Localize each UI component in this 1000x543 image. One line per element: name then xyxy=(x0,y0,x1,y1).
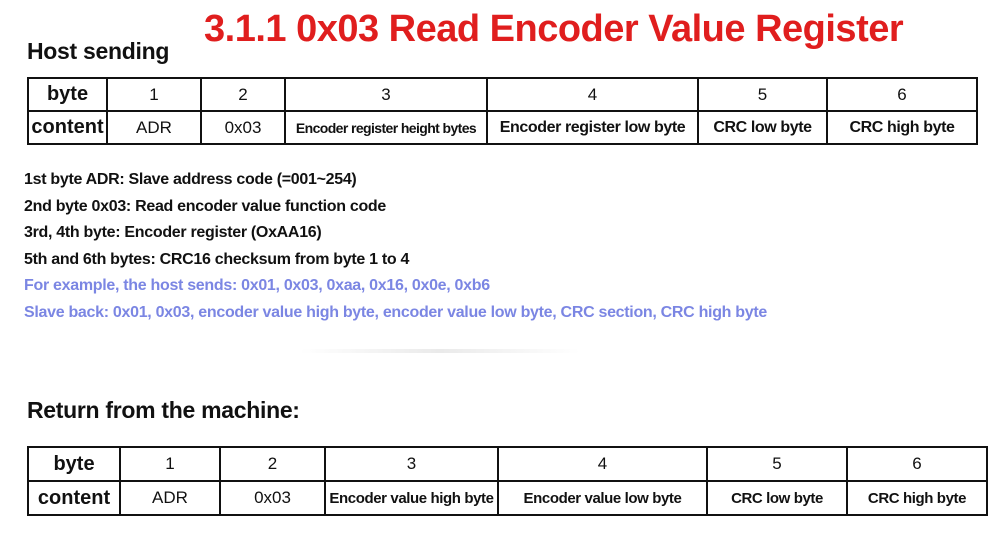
byte-number: 4 xyxy=(497,446,708,482)
page-title: 3.1.1 0x03 Read Encoder Value Register xyxy=(204,8,904,50)
byte-number: 1 xyxy=(106,77,202,112)
table-row: content ADR 0x03 Encoder value high byte… xyxy=(27,480,988,516)
return-table: byte 1 2 3 4 5 6 content ADR 0x03 Encode… xyxy=(27,446,988,516)
content-cell: ADR xyxy=(106,110,202,145)
byte-number: 4 xyxy=(486,77,699,112)
content-cell: Encoder value low byte xyxy=(497,480,708,516)
table-row: byte 1 2 3 4 5 6 xyxy=(27,446,988,482)
byte-number: 6 xyxy=(826,77,978,112)
note-line: 1st byte ADR: Slave address code (=001~2… xyxy=(24,171,357,188)
byte-number: 5 xyxy=(697,77,828,112)
note-line: 3rd, 4th byte: Encoder register (OxAA16) xyxy=(24,224,322,241)
byte-number: 2 xyxy=(200,77,286,112)
byte-number: 6 xyxy=(846,446,988,482)
host-sending-table: byte 1 2 3 4 5 6 content ADR 0x03 Encode… xyxy=(27,77,978,145)
row-label-byte: byte xyxy=(27,77,108,112)
content-cell: CRC high byte xyxy=(846,480,988,516)
row-label-byte: byte xyxy=(27,446,121,482)
example-line: Slave back: 0x01, 0x03, encoder value hi… xyxy=(24,303,767,321)
content-cell: 0x03 xyxy=(200,110,286,145)
host-sending-heading: Host sending xyxy=(27,38,170,64)
faint-divider xyxy=(300,349,580,353)
row-label-content: content xyxy=(27,480,121,516)
content-cell: Encoder register height bytes xyxy=(284,110,488,145)
table-row: content ADR 0x03 Encoder register height… xyxy=(27,110,978,145)
note-line: 2nd byte 0x03: Read encoder value functi… xyxy=(24,197,387,215)
note-line: 5th and 6th bytes: CRC16 checksum from b… xyxy=(24,250,410,268)
table-row: byte 1 2 3 4 5 6 xyxy=(27,77,978,112)
content-cell: 0x03 xyxy=(219,480,326,516)
return-heading: Return from the machine: xyxy=(27,397,300,423)
content-cell: CRC low byte xyxy=(697,110,828,145)
byte-number: 3 xyxy=(324,446,499,482)
content-cell: CRC high byte xyxy=(826,110,978,145)
byte-number: 5 xyxy=(706,446,848,482)
byte-number: 3 xyxy=(284,77,488,112)
content-cell: Encoder value high byte xyxy=(324,480,499,516)
row-label-content: content xyxy=(27,110,108,145)
content-cell: ADR xyxy=(119,480,221,516)
content-cell: Encoder register low byte xyxy=(486,110,699,145)
protocol-notes: 1st byte ADR: Slave address code (=001~2… xyxy=(24,167,767,326)
content-cell: CRC low byte xyxy=(706,480,848,516)
example-line: For example, the host sends: 0x01, 0x03,… xyxy=(24,277,490,294)
byte-number: 1 xyxy=(119,446,221,482)
byte-number: 2 xyxy=(219,446,326,482)
